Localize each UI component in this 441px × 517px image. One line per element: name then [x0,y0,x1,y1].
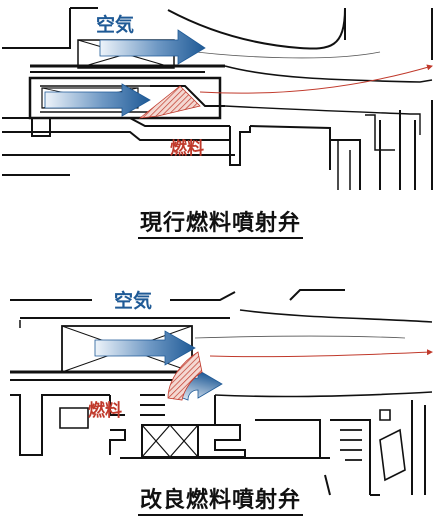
air-arrow-upper [99,29,206,65]
fuel-spray-improved [167,351,203,401]
air-arrow-inner [44,83,151,117]
air-label-improved: 空気 [108,286,159,313]
fuel-label-current: 燃料 [170,139,204,159]
outer-casing-line [2,8,71,49]
current-injector-diagram [2,7,433,190]
fuel-spray-current [138,85,201,119]
current-air-arrows [44,29,206,117]
caption-current-injector: 現行燃料噴射弁 [0,205,441,239]
air-label-current: 空気 [96,14,135,36]
air-arrow-upper-2 [94,330,196,366]
improved-injector-diagram [10,289,433,496]
improved-air-arrows [94,330,223,401]
caption-improved-text: 改良燃料噴射弁 [137,488,303,516]
caption-improved-injector: 改良燃料噴射弁 [0,482,441,516]
caption-current-text: 現行燃料噴射弁 [137,211,303,239]
fuel-label-improved: 燃料 [88,401,122,421]
